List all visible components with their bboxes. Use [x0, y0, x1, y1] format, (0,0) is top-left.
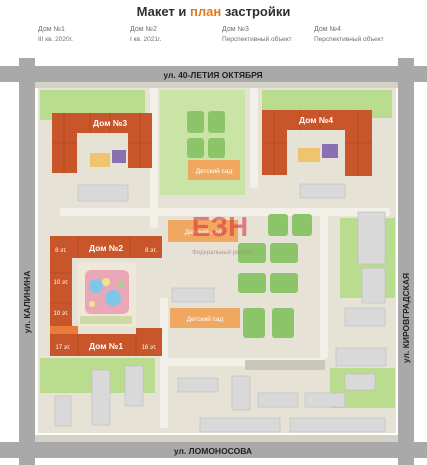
house1-floors-right: 16 эт. — [141, 345, 156, 351]
legend-item-house4: Дом №4 Перспективный объект — [314, 26, 384, 43]
kindergarten-3-label: Детский сад — [187, 315, 224, 323]
house3-label: Дом №3 — [93, 118, 127, 128]
kindergarten-1-label: Детский сад — [196, 167, 233, 175]
legend: Дом №1 III кв. 2020г. Дом №2 I кв. 2021г… — [0, 26, 427, 52]
building-house1 — [50, 326, 162, 356]
neighbour-buildings — [51, 183, 387, 433]
house4-label: Дом №4 — [299, 115, 333, 125]
house1-label: Дом №1 — [89, 341, 123, 351]
road-west — [19, 58, 35, 465]
house2-floors-side-bottom: 10 эт. — [53, 311, 68, 317]
kindergarten-1 — [188, 160, 240, 180]
building-house2 — [50, 236, 162, 334]
street-south-label: ул. ЛОМОНОСОВА — [174, 446, 252, 456]
house1-floors-left: 17 эт. — [55, 345, 70, 351]
house2-floors-side-top: 10 эт. — [53, 280, 68, 286]
kindergarten-2-label: Детский сад — [185, 228, 222, 236]
page-title: Макет и план застройки — [136, 4, 291, 19]
street-north-label: ул. 40-ЛЕТИЯ ОКТЯБРЯ — [163, 70, 262, 80]
road-south — [0, 442, 427, 458]
building-house4 — [262, 110, 372, 176]
watermark-logo: ЕЗН — [192, 211, 248, 242]
building-house3 — [52, 113, 152, 173]
legend-item-house2: Дом №2 I кв. 2021г. — [130, 26, 162, 43]
street-west-label: ул. КАЛИНИНА — [22, 271, 32, 334]
road-east — [398, 58, 414, 465]
site-plan-map: Дом №3 Дом №4 Дом №2 8 эт. 8 эт. 10 эт. … — [0, 58, 427, 465]
house2-label: Дом №2 — [89, 243, 123, 253]
road-north — [0, 66, 427, 82]
house2-floors-right: 8 эт. — [145, 248, 157, 254]
legend-item-house1: Дом №1 III кв. 2020г. — [38, 26, 73, 43]
kindergarten-2 — [168, 220, 238, 242]
watermark-caption: Федеральный реестр — [192, 249, 252, 256]
legend-item-house3: Дом №3 Перспективный объект — [222, 26, 292, 43]
street-east-label: ул. КИРОВГРАДСКАЯ — [401, 273, 411, 363]
sports-fields — [187, 111, 312, 338]
kindergarten-3 — [170, 308, 240, 328]
courtyard-playground — [78, 263, 136, 327]
house2-floors-left: 8 эт. — [55, 248, 67, 254]
